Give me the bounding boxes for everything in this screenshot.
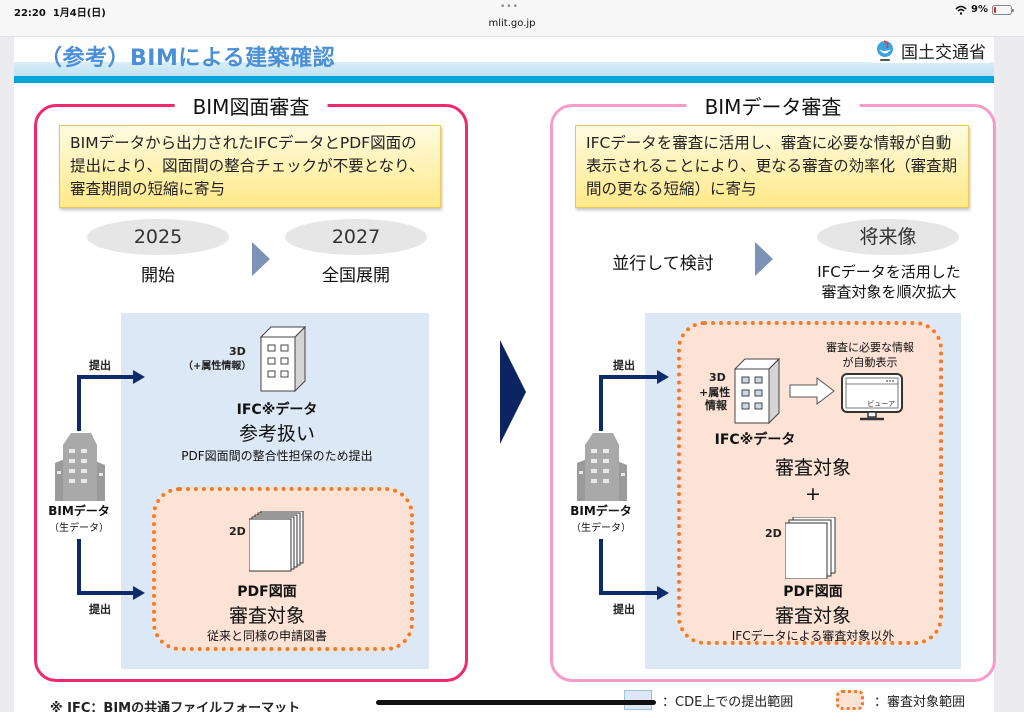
arrow-right-icon <box>657 370 669 384</box>
auto-display-line2: が自動表示 <box>842 356 898 369</box>
submit-arrow-bottom-horizontal <box>599 591 657 595</box>
wifi-icon <box>955 5 967 15</box>
attribute-label: +属性 <box>699 386 731 399</box>
submit-label: 提出 <box>89 603 111 616</box>
submit-arrow-bottom-vertical <box>77 539 81 595</box>
future-oval: 将来像 <box>817 219 959 255</box>
plus-sign: + <box>805 483 821 505</box>
panel-title: BIMデータ審査 <box>686 91 860 120</box>
submit-arrow-top-vertical <box>599 375 603 431</box>
pdf-description: IFCデータによる審査対象以外 <box>731 629 895 643</box>
arrow-right-outline-icon <box>789 377 835 405</box>
pdf-drawing-label: PDF図面 <box>783 584 843 600</box>
battery-low-icon <box>992 4 1014 15</box>
legend-label: ：CDE上での提出範囲 <box>662 694 794 710</box>
arrow-right-icon <box>657 586 669 600</box>
summary-note: BIMデータから出力されたIFCデータとPDF図面の提出により、図面間の整合チェ… <box>59 125 441 208</box>
future-desc-line2: 審査対象を順次拡大 <box>821 283 957 301</box>
legend-review: ：審査対象範囲 <box>836 690 965 710</box>
tab-dots-icon[interactable]: ••• <box>500 2 519 12</box>
submit-arrow-top-horizontal <box>599 375 657 379</box>
ifc-footnote: ※ IFC：BIMの共通ファイルフォーマット <box>50 701 301 712</box>
submit-arrow-top-horizontal <box>77 375 133 379</box>
dimension-label: 3D <box>709 371 726 384</box>
step-arrow-icon <box>252 242 270 276</box>
viewer-monitor-icon: ビューア <box>841 373 903 421</box>
timeline-label: 全国展開 <box>322 266 390 286</box>
home-indicator[interactable] <box>376 700 656 705</box>
ifc-description: PDF図面間の整合性担保のため提出 <box>181 449 373 463</box>
bim-data-label: BIMデータ <box>570 504 632 518</box>
attribute-label: 情報 <box>705 399 727 412</box>
auto-display-line1: 審査に必要な情報 <box>826 341 914 354</box>
legend-label: ：審査対象範囲 <box>874 694 966 710</box>
status-time: 22:20 1月4日(日) <box>14 8 106 19</box>
pdf-drawing-label: PDF図面 <box>237 584 297 600</box>
submit-arrow-bottom-horizontal <box>77 591 133 595</box>
panel-bim-data-review: BIMデータ審査 IFCデータを審査に活用し、審査に必要な情報が自動表示されるこ… <box>550 91 996 682</box>
arrow-right-icon <box>133 586 145 600</box>
summary-note: IFCデータを審査に活用し、審査に必要な情報が自動表示されることにより、更なる審… <box>575 125 969 208</box>
panel-title: BIM図面審査 <box>174 91 328 120</box>
legend-swatch-review <box>836 690 864 710</box>
ifc-3d-building-icon <box>259 325 307 393</box>
timeline-label: 開始 <box>141 266 175 286</box>
submit-label: 提出 <box>613 603 635 616</box>
page-margin-right <box>994 37 1024 712</box>
step-arrow-icon <box>755 242 773 276</box>
pdf-drawing-stack-icon <box>785 517 836 579</box>
submit-arrow-top-vertical <box>77 375 81 431</box>
bim-data-sublabel: （生データ） <box>49 523 109 534</box>
ministry-logo-block: 国土交通省 <box>871 38 990 63</box>
submit-label: 提出 <box>89 359 111 372</box>
pdf-status-label: 審査対象 <box>228 605 305 627</box>
submit-arrow-bottom-vertical <box>599 539 603 595</box>
ifc-status-label: 参考扱い <box>238 423 315 445</box>
ifc-data-label: IFC※データ <box>714 432 796 448</box>
arrow-right-icon <box>133 370 145 384</box>
year-oval: 2025 <box>87 219 229 255</box>
viewer-label: ビューア <box>867 400 895 408</box>
attribute-label: （+属性情報） <box>183 361 252 372</box>
timeline-parallel-label: 並行して検討 <box>612 254 714 274</box>
panel-bim-drawing-review: BIM図面審査 BIMデータから出力されたIFCデータとPDF図面の提出により、… <box>34 91 468 682</box>
pdf-description: 従来と同様の申請図書 <box>206 629 327 643</box>
pdf-drawing-stack-icon <box>249 511 304 572</box>
bim-data-sublabel: （生データ） <box>571 523 631 534</box>
year-oval: 2027 <box>285 219 427 255</box>
bim-data-label: BIMデータ <box>48 504 110 518</box>
ministry-emblem-icon <box>877 39 893 61</box>
ministry-name: 国土交通省 <box>901 43 986 63</box>
slide-title: （参考）BIMによる建築確認 <box>40 46 336 71</box>
dimension-label: 3D <box>229 345 246 358</box>
submit-label: 提出 <box>613 359 635 372</box>
ifc-3d-building-icon <box>733 357 781 425</box>
pdf-status-label: 審査対象 <box>774 605 851 627</box>
address-bar-url[interactable]: mlit.go.jp <box>488 18 536 29</box>
future-desc-line1: IFCデータを活用した <box>817 263 961 281</box>
bim-building-icon <box>577 433 627 501</box>
dimension-label: 2D <box>229 525 246 538</box>
status-bar: 22:20 1月4日(日) ••• mlit.go.jp 9% <box>0 0 1024 37</box>
status-indicators: 9% <box>955 4 1014 15</box>
dimension-label: 2D <box>765 527 782 540</box>
page-margin-left <box>0 37 14 712</box>
header-band-light <box>14 62 994 76</box>
battery-percent: 9% <box>971 4 988 15</box>
header-band-dark <box>14 76 994 83</box>
bim-building-icon <box>55 433 105 501</box>
ifc-status-label: 審査対象 <box>774 457 851 479</box>
transition-arrow-icon <box>500 340 526 444</box>
ifc-data-label: IFC※データ <box>236 402 318 418</box>
